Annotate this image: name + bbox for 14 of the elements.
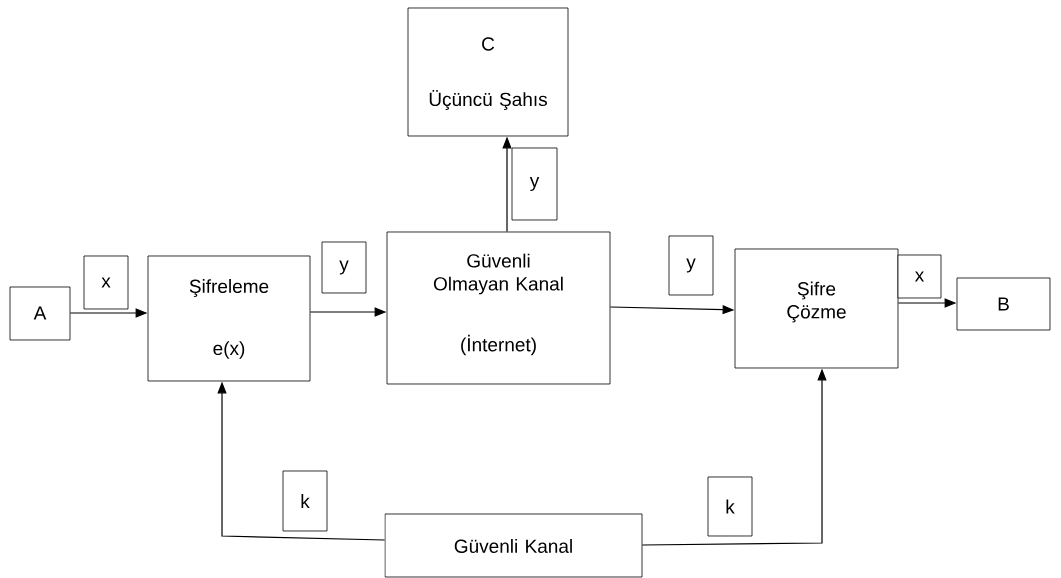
process-box: Şifre Çözme [734,248,899,369]
edge-label: y [321,241,367,294]
edge-label: y [668,235,714,296]
edge-label: y [511,147,558,221]
edge-label: x [897,254,942,299]
edge-label: k [282,470,328,532]
process-box: Güvenli Olmayan Kanal (İnternet) [386,231,611,385]
process-box: B [956,277,1051,331]
process-box: C Üçüncü Şahıs [407,7,569,137]
process-box: Güvenli Kanal [384,513,643,578]
edge-label: k [707,476,753,537]
process-box: Şifreleme e(x) [147,255,311,382]
process-box: A [9,286,71,341]
edge-label: x [83,255,129,310]
